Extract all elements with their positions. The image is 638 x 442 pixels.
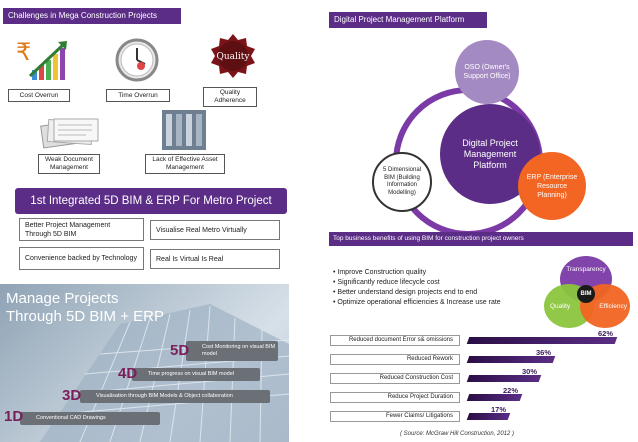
- bar-value-label: 62%: [598, 329, 614, 338]
- bar-category-label: Reduce Project Duration: [330, 392, 460, 403]
- rupee-chart-icon: ₹: [16, 38, 67, 80]
- bar-value-label: 22%: [503, 386, 519, 395]
- step-3d: Visualisation through BIM Models & Objec…: [80, 390, 270, 403]
- panel-title-line2: Through 5D BIM + ERP: [6, 308, 164, 325]
- step-4d-num: 4D: [118, 365, 138, 382]
- cell-real-is-virtual: Real Is Virtual Is Real: [150, 249, 280, 269]
- venn-right-text: Efficiency: [599, 302, 627, 310]
- step-4d-text: Time progress on visual BIM model: [148, 371, 234, 377]
- step-1d-text: Conventional CAD Drawings: [36, 415, 106, 421]
- bar-mark: [466, 413, 511, 420]
- step-5d-num: 5D: [170, 342, 190, 359]
- oso-node: OSO (Owner's Support Office): [455, 40, 519, 104]
- weak-document-label: Weak Document Management: [38, 154, 100, 174]
- documents-icon: [40, 118, 99, 149]
- cost-overrun-label: Cost Overrun: [8, 89, 70, 102]
- manage-projects-panel: Manage Projects Through 5D BIM + ERP Cos…: [0, 284, 289, 442]
- cell-visualise-metro: Visualise Real Metro Virtually: [150, 220, 280, 240]
- clock-icon: [115, 38, 159, 82]
- bar-value-label: 17%: [491, 405, 507, 414]
- panel-title-line1: Manage Projects: [6, 290, 119, 307]
- venn-top-text: Transparency: [566, 266, 606, 273]
- venn-center-text: BIM: [580, 291, 592, 297]
- erp-node: ERP (Enterprise Resource Planning): [518, 152, 586, 220]
- quality-adherence-label: Quality Adherence: [203, 87, 257, 107]
- step-1d: Conventional CAD Drawings: [20, 412, 160, 425]
- bullet-item: • Optimize operational efficiencies & In…: [333, 299, 501, 306]
- cell-convenience: Convenience backed by Technology: [19, 247, 144, 270]
- challenges-header: Challenges in Mega Construction Projects: [3, 8, 181, 24]
- platform-header: Digital Project Management Platform: [329, 12, 487, 28]
- venn-bim-center: BIM: [577, 285, 595, 303]
- bim-node: 5 Dimensional BIM (Building Information …: [372, 152, 432, 212]
- svg-text:₹: ₹: [16, 38, 31, 66]
- cell-better-management: Better Project Management Through 5D BIM: [19, 218, 144, 241]
- step-3d-text: Visualisation through BIM Models & Objec…: [96, 393, 233, 399]
- asset-management-label: Lack of Effective Asset Management: [145, 154, 225, 174]
- bar-category-label: Reduced Construction Cost: [330, 373, 460, 384]
- bar-mark: [466, 375, 542, 382]
- bar-value-label: 30%: [522, 367, 538, 376]
- bar-category-label: Reduced Rework: [330, 354, 460, 365]
- step-3d-num: 3D: [62, 387, 82, 404]
- bullet-item: • Better understand design projects end …: [333, 289, 478, 296]
- bar-mark: [466, 356, 556, 363]
- erp-text: ERP (Enterprise Resource Planning): [526, 173, 578, 199]
- step-5d: Cost Monitoring on visual BIM model: [186, 341, 278, 361]
- bar-value-label: 36%: [536, 348, 552, 357]
- quality-logo-text: Quality: [216, 52, 250, 62]
- bim-text: 5 Dimensional BIM (Building Information …: [382, 167, 422, 196]
- bar-mark: [466, 394, 523, 401]
- integrated-bim-banner: 1st Integrated 5D BIM & ERP For Metro Pr…: [15, 188, 287, 214]
- warehouse-icon: [162, 110, 206, 150]
- time-overrun-label: Time Overrun: [106, 89, 170, 102]
- quality-seal-icon: [211, 34, 255, 78]
- venn-left-text: Quality: [550, 302, 571, 310]
- benefits-header: Top business benefits of using BIM for c…: [329, 232, 633, 246]
- bar-category-label: Reduced document Error s& omissions: [330, 335, 460, 346]
- oso-text: OSO (Owner's Support Office): [463, 64, 511, 80]
- bullet-item: • Significantly reduce lifecycle cost: [333, 279, 440, 286]
- source-note: ( Source: McGraw Hill Construction, 2012…: [400, 431, 515, 437]
- step-5d-text: Cost Monitoring on visual BIM model: [202, 344, 276, 357]
- bullet-item: • Improve Construction quality: [333, 269, 427, 276]
- bar-mark: [466, 337, 618, 344]
- step-4d: Time progress on visual BIM model: [132, 368, 260, 381]
- benefits-list: • Improve Construction quality • Signifi…: [333, 268, 561, 308]
- center-platform-text: Digital Project Management Platform: [462, 137, 518, 170]
- bar-category-label: Fewer Claims/ Litigations: [330, 411, 460, 422]
- step-1d-num: 1D: [4, 408, 24, 425]
